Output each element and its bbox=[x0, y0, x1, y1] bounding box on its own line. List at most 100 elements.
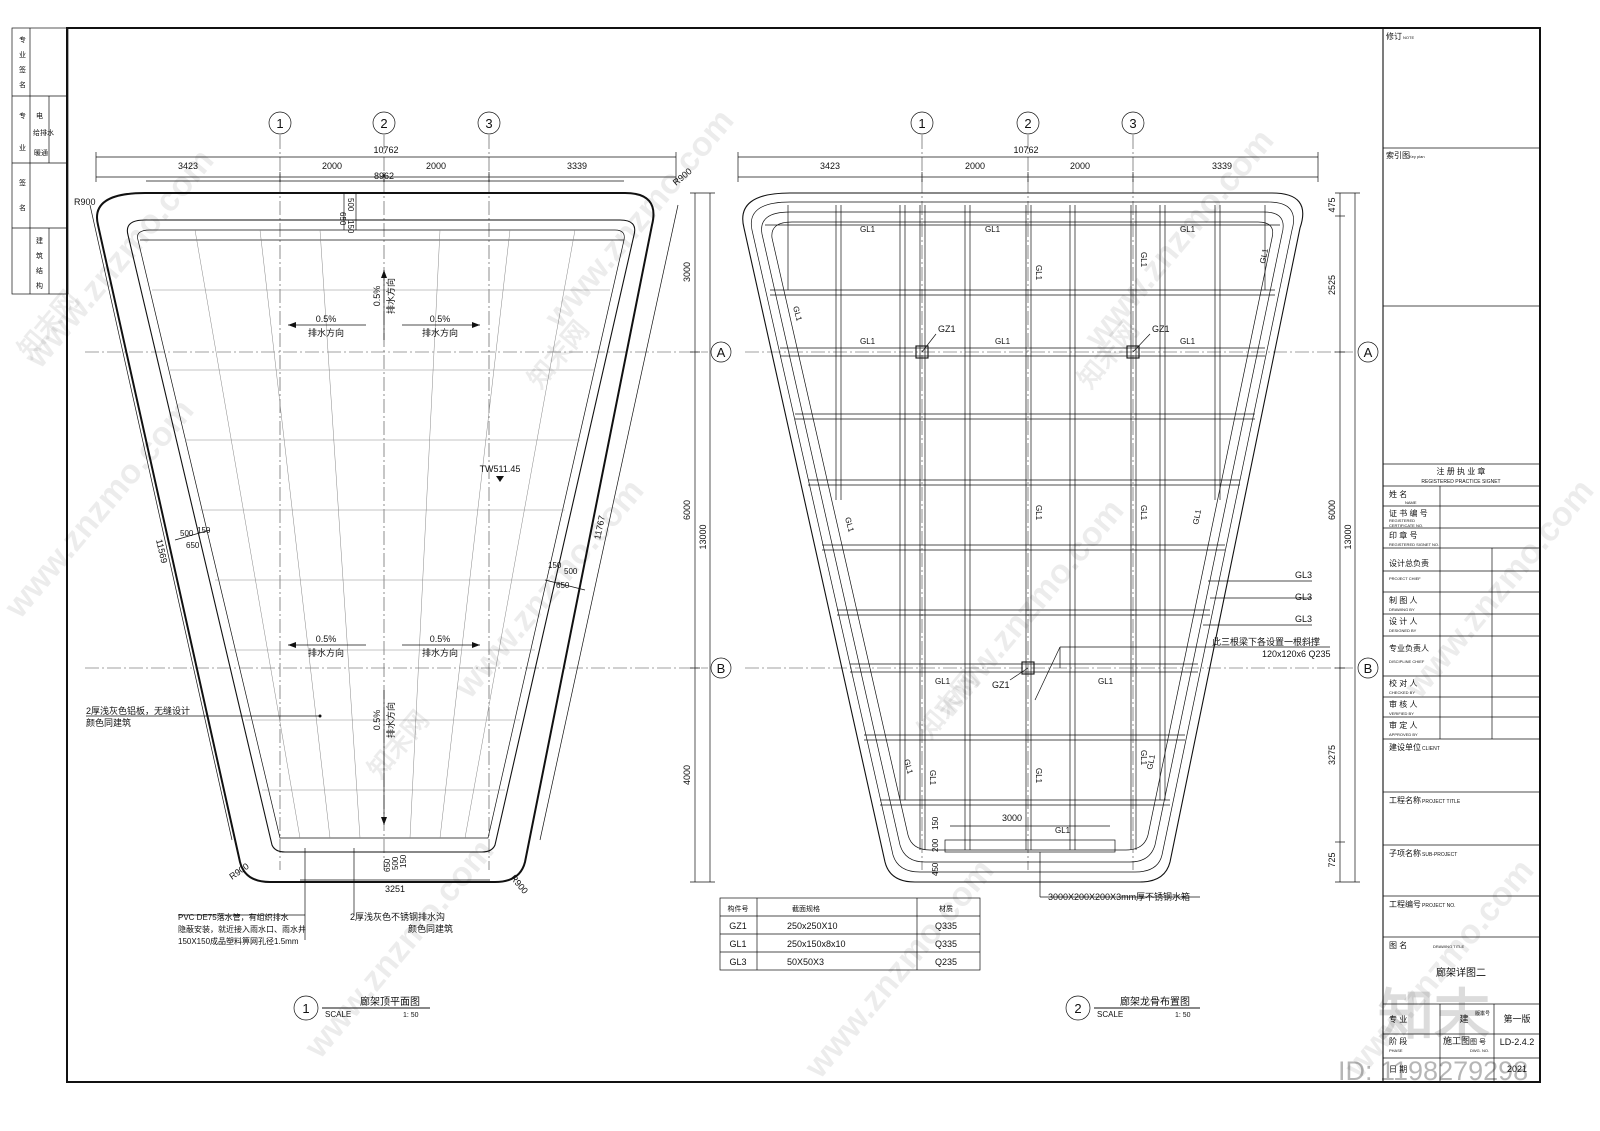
frame-axis-a: A bbox=[1364, 345, 1373, 360]
plan-d-500: 500 bbox=[346, 198, 355, 212]
tb-signet: 注 册 执 业 章 bbox=[1437, 466, 1486, 476]
frame-v-725: 725 bbox=[1327, 852, 1337, 867]
frame-v-total: 13000 bbox=[1343, 524, 1353, 549]
frame-outline-outer bbox=[742, 192, 1304, 883]
frame-axis-2: 2 bbox=[1024, 116, 1031, 131]
watermark-text: www.znzmo.com bbox=[1396, 472, 1600, 706]
column-gz1-a1 bbox=[915, 345, 929, 359]
frame-gl1-16: GL1 bbox=[928, 770, 937, 786]
frame-gl1-18: GL1 bbox=[843, 516, 856, 533]
plan-slope-6: 0.5% bbox=[372, 710, 382, 731]
watermark-logo: 知末 bbox=[1378, 984, 1490, 1047]
frame-gl1-7: GL1 bbox=[935, 677, 951, 686]
strip-text-8: 名 bbox=[19, 203, 26, 212]
watermark-text: www.znzmo.com bbox=[796, 852, 1001, 1086]
tb-date: 日 期 bbox=[1389, 1065, 1407, 1074]
column-gz1-b2 bbox=[1021, 661, 1035, 675]
frame-gz1-3: GZ1 bbox=[992, 680, 1010, 690]
frame-axis-b: B bbox=[1364, 661, 1373, 676]
plan-title-number: 1 bbox=[302, 1001, 309, 1016]
tb-checked: 校 对 人 bbox=[1389, 678, 1417, 688]
tb-version-label: 版本号 bbox=[1475, 1010, 1490, 1017]
tb-project-no: 工程编号 bbox=[1389, 899, 1421, 909]
frame-gl1-14: GL1 bbox=[1139, 505, 1148, 521]
frame-gl1-5: GL1 bbox=[995, 337, 1011, 346]
strip-text-5: 专 bbox=[19, 111, 26, 120]
tb-keyplan: 索引图 bbox=[1386, 150, 1410, 160]
frame-gl1-21: GL1 bbox=[1191, 508, 1203, 525]
table-cell: 50X50X3 bbox=[787, 957, 824, 967]
tb-chief: 设计总负责 bbox=[1389, 558, 1429, 568]
tb-dwgno-en: DWG. NO. bbox=[1470, 1048, 1489, 1053]
tb-dwgno: 图 号 bbox=[1470, 1038, 1486, 1046]
note-gutter-line2: 颜色同建筑 bbox=[408, 923, 453, 934]
frame-gl3-2: GL3 bbox=[1295, 592, 1312, 602]
elevation-marker-icon bbox=[496, 476, 504, 482]
tb-date-value: 2021 bbox=[1507, 1064, 1527, 1074]
plan-d-650: 650 bbox=[338, 212, 347, 226]
frame-gl1-6: GL1 bbox=[1180, 337, 1196, 346]
tank-note: 3000X200X200X3mm厚不锈钢水箱 bbox=[1048, 891, 1190, 902]
frame-gl1-22: GL1 bbox=[1145, 753, 1157, 770]
plan-drain-6: 排水方向 bbox=[385, 702, 396, 738]
plan-left-150: 150 bbox=[197, 526, 211, 535]
frame-gz1-1: GZ1 bbox=[938, 324, 956, 334]
plan-slope-4: 0.5% bbox=[430, 634, 451, 644]
tb-client: 建设单位 bbox=[1389, 742, 1421, 752]
plan-left-500: 500 bbox=[180, 529, 194, 538]
frame-gl1-13: GL1 bbox=[1139, 252, 1148, 268]
plan-overall-width: 10762 bbox=[373, 145, 398, 155]
plan-scale-label: SCALE bbox=[325, 1010, 351, 1019]
plan-v-4000: 4000 bbox=[682, 765, 692, 785]
plan-right-150: 150 bbox=[548, 561, 562, 570]
axis-label-a: A bbox=[717, 345, 726, 360]
note-panel-line2: 颜色同建筑 bbox=[86, 717, 131, 728]
tb-signet-en: REGISTERED PRACTICE SIGNET bbox=[1421, 479, 1500, 485]
frame-gz1-2: GZ1 bbox=[1152, 324, 1170, 334]
tb-client-en: CLIENT bbox=[1422, 746, 1440, 752]
table-cell: GL1 bbox=[729, 939, 746, 949]
frame-v-2525: 2525 bbox=[1327, 275, 1337, 295]
tb-project: 工程名称 bbox=[1389, 795, 1421, 805]
table-cell: 250x150x8x10 bbox=[787, 939, 846, 949]
frame-beams bbox=[787, 205, 1266, 850]
frame-overall-width: 10762 bbox=[1013, 145, 1038, 155]
tb-revision: 修订 bbox=[1386, 31, 1402, 41]
strip-text-2: 业 bbox=[19, 50, 26, 59]
roof-plan: 1 2 3 A B bbox=[74, 111, 732, 1021]
frame-gl1-17: GL1 bbox=[791, 305, 804, 322]
strip-text-7: 签 bbox=[19, 178, 26, 187]
tb-phase-en: PHASE bbox=[1389, 1048, 1403, 1053]
tb-dwgno-value: LD-2.4.2 bbox=[1500, 1037, 1535, 1047]
watermark-text: www.znzmo.com bbox=[1336, 852, 1541, 1086]
table-header-section: 截面规格 bbox=[792, 904, 820, 913]
frame-axis-1: 1 bbox=[918, 116, 925, 131]
brace-note-line1: 此三根梁下各设置一根斜撑 bbox=[1212, 636, 1320, 647]
table-cell: GL3 bbox=[729, 957, 746, 967]
tb-drawing-en: DRAWING BY bbox=[1389, 607, 1415, 612]
frame-scale-label: SCALE bbox=[1097, 1010, 1123, 1019]
frame-v-6000: 6000 bbox=[1327, 500, 1337, 520]
tb-cert-en1: REGISTERED bbox=[1389, 518, 1415, 523]
frame-plan: 1 2 3 A B bbox=[737, 111, 1379, 1021]
plan-slope-3: 0.5% bbox=[316, 634, 337, 644]
tb-cert: 证 书 编 号 bbox=[1389, 508, 1428, 518]
plan-drain-1: 排水方向 bbox=[308, 327, 344, 338]
plan-dim-2: 2000 bbox=[322, 161, 342, 171]
frame-v-150: 150 bbox=[931, 816, 940, 830]
plan-bottom-width: 3251 bbox=[385, 884, 405, 894]
frame-title: 廊架龙骨布置图 bbox=[1120, 995, 1190, 1008]
tb-discipline: 专业负责人 bbox=[1389, 643, 1429, 653]
plan-v-6000: 6000 bbox=[682, 500, 692, 520]
tb-project-en: PROJECT TITLE bbox=[1422, 799, 1461, 805]
frame-gl1-1: GL1 bbox=[860, 225, 876, 234]
frame-gl1-3: GL1 bbox=[1180, 225, 1196, 234]
frame-gl1-15: GL1 bbox=[1139, 750, 1148, 766]
strip-text-11: 暖通 bbox=[34, 148, 48, 157]
frame-dim-1: 3423 bbox=[820, 161, 840, 171]
frame-dim-3: 2000 bbox=[1070, 161, 1090, 171]
plan-slope-1: 0.5% bbox=[316, 314, 337, 324]
brace-note-line2: 120x120x6 Q235 bbox=[1262, 649, 1331, 659]
frame-gl1-12: GL1 bbox=[1034, 768, 1043, 784]
tb-approved: 审 定 人 bbox=[1389, 720, 1417, 730]
